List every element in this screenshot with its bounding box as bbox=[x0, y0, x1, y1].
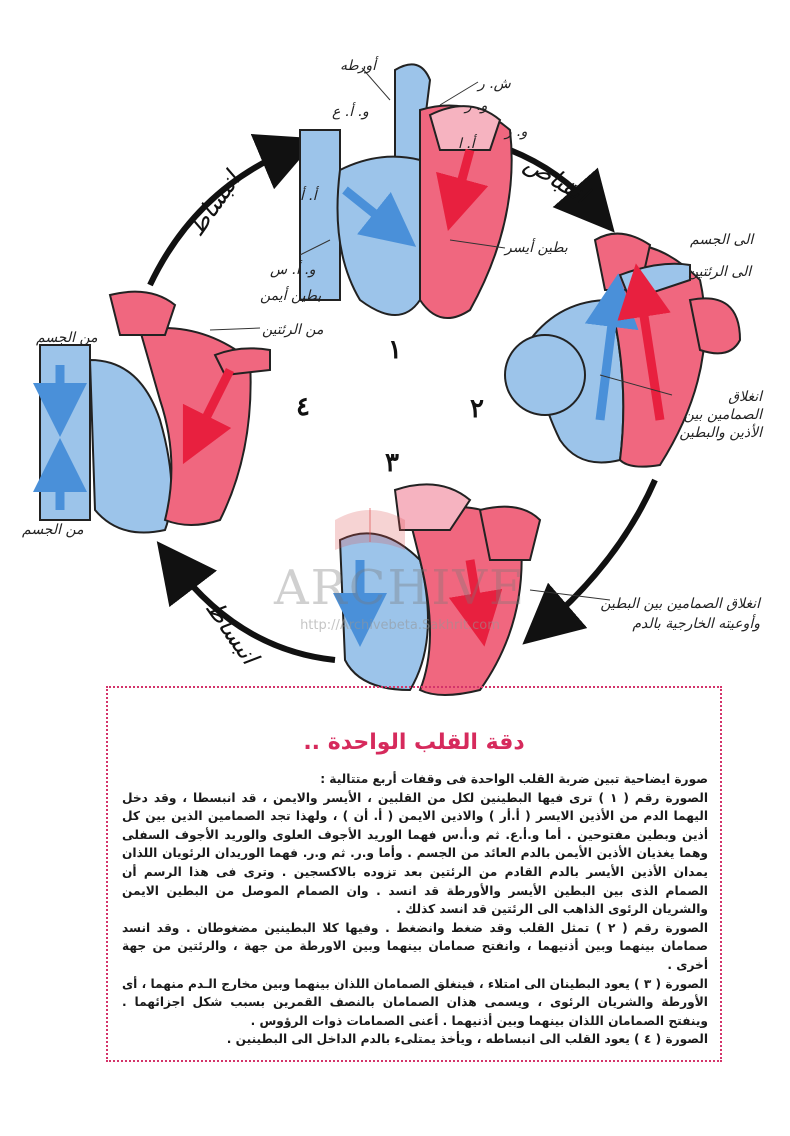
arrow-blue-fig1 bbox=[342, 186, 417, 247]
arrow-blue-fig2 bbox=[584, 273, 639, 421]
watermark-logo-icon bbox=[335, 508, 405, 550]
stage-number-3: ٣ bbox=[385, 448, 399, 478]
atrium-3 bbox=[393, 483, 472, 531]
arrow-bottom-left bbox=[156, 541, 336, 663]
svc-vessel bbox=[299, 129, 341, 301]
label-to-lungs: الى الرئتين bbox=[688, 264, 752, 280]
right-heart bbox=[336, 155, 421, 316]
label-from-body-bottom: من الجسم bbox=[22, 522, 84, 538]
pulm-vein-4 bbox=[213, 347, 271, 377]
label-pulmonary-artery: ش. ر bbox=[478, 76, 511, 92]
stage-number-1: ١ bbox=[388, 335, 402, 365]
heart-figure-2 bbox=[504, 232, 742, 468]
arrow-red-fig2 bbox=[617, 263, 671, 421]
article-paragraph-intro: صورة ايضاحية تبين ضربة القلب الواحدة فى … bbox=[320, 772, 708, 786]
arrow-red-fig3 bbox=[448, 559, 503, 647]
aorta-3 bbox=[478, 505, 542, 561]
watermark-brand: ARCHIVE bbox=[273, 560, 527, 616]
left-atrium-top bbox=[428, 105, 502, 151]
leader-lines bbox=[209, 67, 673, 601]
label-la: أ. ا bbox=[458, 136, 475, 152]
heart-figure-1 bbox=[299, 63, 513, 319]
cycle-arrows bbox=[147, 134, 658, 663]
stage-number-4: ٤ bbox=[296, 392, 310, 422]
article-paragraph-4: الصورة ( ٤ ) يعود القلب الى انبساطه ، وي… bbox=[226, 1032, 708, 1047]
label-av-valves-closed: انغلاق الصمامين بين الأذين والبطين bbox=[679, 389, 762, 441]
arrow-left-top bbox=[147, 134, 318, 287]
arrow-top-right bbox=[508, 147, 615, 233]
article-paragraph-3: الصورة ( ٣ ) يعود البطينان الى امتلاء ، … bbox=[122, 976, 708, 1028]
diagram-svg bbox=[33, 63, 742, 696]
article-paragraph-2: الصورة رقم ( ٢ ) تمثل القلب وقد ضغط وانض… bbox=[122, 920, 709, 972]
label-vr: و. ر bbox=[465, 98, 488, 114]
arrow-right-bottom bbox=[522, 478, 658, 645]
stage-number-2: ٢ bbox=[470, 394, 484, 424]
article-box: دقة القلب الواحدة .. صورة ايضاحية تبين ض… bbox=[106, 686, 722, 1062]
label-aorta: أورطه bbox=[340, 58, 377, 74]
watermark-url: http://Archivebeta.Sakhrit.com bbox=[300, 618, 500, 633]
label-to-body: الى الجسم bbox=[690, 232, 754, 248]
arrow-red-fig1 bbox=[436, 148, 489, 232]
heart-cycle-diagram: ١ ٢ ٣ ٤ انقباض انبساط انبساط أورطه ش. ر … bbox=[22, 58, 762, 696]
cava-bulb-2 bbox=[504, 334, 586, 416]
label-from-body-top: من الجسم bbox=[36, 330, 98, 346]
heart-figure-4 bbox=[33, 290, 271, 534]
label-right-ventricle: بطين أيمن bbox=[260, 288, 322, 304]
label-vr-2: و. ر bbox=[505, 124, 528, 140]
article-paragraph-1: الصورة رقم ( ١ ) ترى فيها البطينين لكل م… bbox=[122, 790, 709, 917]
article-body: صورة ايضاحية تبين ضربة القلب الواحدة فى … bbox=[122, 770, 708, 1049]
left-atrium-2 bbox=[688, 297, 742, 355]
label-left-ventricle: بطين أيسر bbox=[505, 240, 568, 256]
label-from-lungs: من الرئتين bbox=[262, 322, 324, 338]
atrium-4 bbox=[108, 290, 177, 336]
arrow-red-fig4 bbox=[182, 367, 235, 465]
heart-figure-3 bbox=[333, 483, 542, 696]
label-ivc: و. أ. س bbox=[270, 262, 316, 278]
cava-4 bbox=[39, 344, 91, 521]
article-title: دقة القلب الواحدة .. bbox=[303, 730, 525, 755]
label-svc: و. أ. ع bbox=[332, 104, 369, 120]
label-ra: أ. أ bbox=[300, 188, 317, 204]
label-semilunar-valves-closed: انغلاق الصمامين بين البطين وأوعيته الخار… bbox=[600, 596, 760, 632]
